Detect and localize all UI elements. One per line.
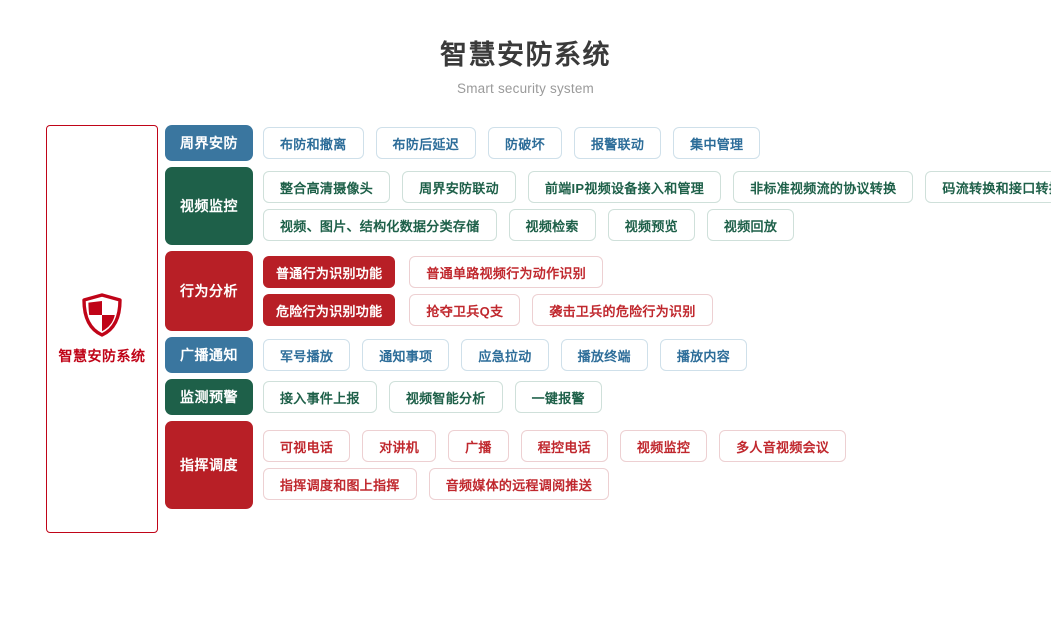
category-items: 军号播放通知事项应急拉动播放终端播放内容 [263,337,1051,373]
feature-chip[interactable]: 接入事件上报 [263,381,377,413]
item-line: 可视电话对讲机广播程控电话视频监控多人音视频会议 [263,430,1051,462]
feature-chip[interactable]: 程控电话 [520,430,608,462]
feature-chip[interactable]: 报警联动 [573,127,662,159]
feature-chip[interactable]: 应急拉动 [461,339,549,371]
item-line: 军号播放通知事项应急拉动播放终端播放内容 [263,339,1051,371]
feature-chip[interactable]: 防破坏 [488,127,562,159]
category-block[interactable]: 指挥调度 [165,421,253,509]
feature-chip[interactable]: 播放终端 [560,339,648,371]
feature-chip[interactable]: 周界安防联动 [402,171,516,203]
category-row: 监测预警接入事件上报视频智能分析一键报警 [165,379,1051,415]
category-block[interactable]: 广播通知 [165,337,253,373]
category-items: 普通行为识别功能普通单路视频行为动作识别危险行为识别功能抢夺卫兵Q支袭击卫兵的危… [263,251,1051,331]
feature-chip[interactable]: 通知事项 [362,339,450,371]
page-subtitle: Smart security system [457,81,594,96]
category-rows: 周界安防布防和撤离布防后延迟防破坏报警联动集中管理视频监控整合高清摄像头周界安防… [165,125,1051,515]
category-block[interactable]: 周界安防 [165,125,253,161]
system-overview-panel: 智慧安防系统 [46,125,158,533]
feature-chip[interactable]: 一键报警 [514,381,602,413]
feature-chip[interactable]: 布防后延迟 [375,127,477,159]
feature-chip[interactable]: 指挥调度和图上指挥 [263,468,417,500]
feature-chip[interactable]: 整合高清摄像头 [263,171,391,203]
feature-chip[interactable]: 普通单路视频行为动作识别 [409,256,604,288]
category-row: 行为分析普通行为识别功能普通单路视频行为动作识别危险行为识别功能抢夺卫兵Q支袭击… [165,251,1051,331]
subgroup-chip[interactable]: 危险行为识别功能 [263,294,396,326]
category-items: 布防和撤离布防后延迟防破坏报警联动集中管理 [263,125,1051,161]
category-items: 整合高清摄像头周界安防联动前端IP视频设备接入和管理非标准视频流的协议转换码流转… [263,167,1051,245]
item-line: 视频、图片、结构化数据分类存储视频检索视频预览视频回放 [263,209,1051,241]
feature-chip[interactable]: 码流转换和接口转换 [925,171,1051,203]
feature-chip[interactable]: 视频检索 [508,209,596,241]
category-items: 可视电话对讲机广播程控电话视频监控多人音视频会议指挥调度和图上指挥音频媒体的远程… [263,421,1051,509]
feature-chip[interactable]: 前端IP视频设备接入和管理 [527,171,722,203]
page-title: 智慧安防系统 [440,40,611,70]
category-block[interactable]: 行为分析 [165,251,253,331]
feature-chip[interactable]: 军号播放 [263,339,351,371]
item-line: 指挥调度和图上指挥音频媒体的远程调阅推送 [263,468,1051,500]
feature-chip[interactable]: 袭击卫兵的危险行为识别 [532,294,713,326]
category-row: 周界安防布防和撤离布防后延迟防破坏报警联动集中管理 [165,125,1051,161]
item-line: 接入事件上报视频智能分析一键报警 [263,381,1051,413]
feature-chip[interactable]: 视频回放 [706,209,795,241]
category-row: 广播通知军号播放通知事项应急拉动播放终端播放内容 [165,337,1051,373]
feature-chip[interactable]: 视频预览 [607,209,695,241]
category-block[interactable]: 视频监控 [165,167,253,245]
page-header: 智慧安防系统 Smart security system [0,0,1051,96]
item-line: 布防和撤离布防后延迟防破坏报警联动集中管理 [263,127,1051,159]
feature-chip[interactable]: 音频媒体的远程调阅推送 [428,468,610,500]
shield-icon [81,292,123,337]
feature-chip[interactable]: 播放内容 [659,339,748,371]
feature-chip[interactable]: 视频、图片、结构化数据分类存储 [263,209,497,241]
feature-chip[interactable]: 多人音视频会议 [719,430,847,462]
feature-chip[interactable]: 可视电话 [263,430,351,462]
category-row: 指挥调度可视电话对讲机广播程控电话视频监控多人音视频会议指挥调度和图上指挥音频媒… [165,421,1051,509]
feature-chip[interactable]: 集中管理 [673,127,761,159]
subgroup-chip[interactable]: 普通行为识别功能 [263,256,396,288]
feature-chip[interactable]: 非标准视频流的协议转换 [733,171,914,203]
feature-chip[interactable]: 抢夺卫兵Q支 [409,294,521,326]
item-line: 普通行为识别功能普通单路视频行为动作识别 [263,256,1051,288]
category-items: 接入事件上报视频智能分析一键报警 [263,379,1051,415]
feature-chip[interactable]: 对讲机 [362,430,437,462]
feature-chip[interactable]: 广播 [448,430,509,462]
feature-chip[interactable]: 视频智能分析 [388,381,503,413]
system-overview-label: 智慧安防系统 [58,347,146,364]
item-line: 整合高清摄像头周界安防联动前端IP视频设备接入和管理非标准视频流的协议转换码流转… [263,171,1051,203]
diagram-body: 智慧安防系统 周界安防布防和撤离布防后延迟防破坏报警联动集中管理视频监控整合高清… [0,125,1051,533]
feature-chip[interactable]: 布防和撤离 [263,127,364,159]
feature-chip[interactable]: 视频监控 [619,430,708,462]
category-row: 视频监控整合高清摄像头周界安防联动前端IP视频设备接入和管理非标准视频流的协议转… [165,167,1051,245]
item-line: 危险行为识别功能抢夺卫兵Q支袭击卫兵的危险行为识别 [263,294,1051,326]
category-block[interactable]: 监测预警 [165,379,253,415]
